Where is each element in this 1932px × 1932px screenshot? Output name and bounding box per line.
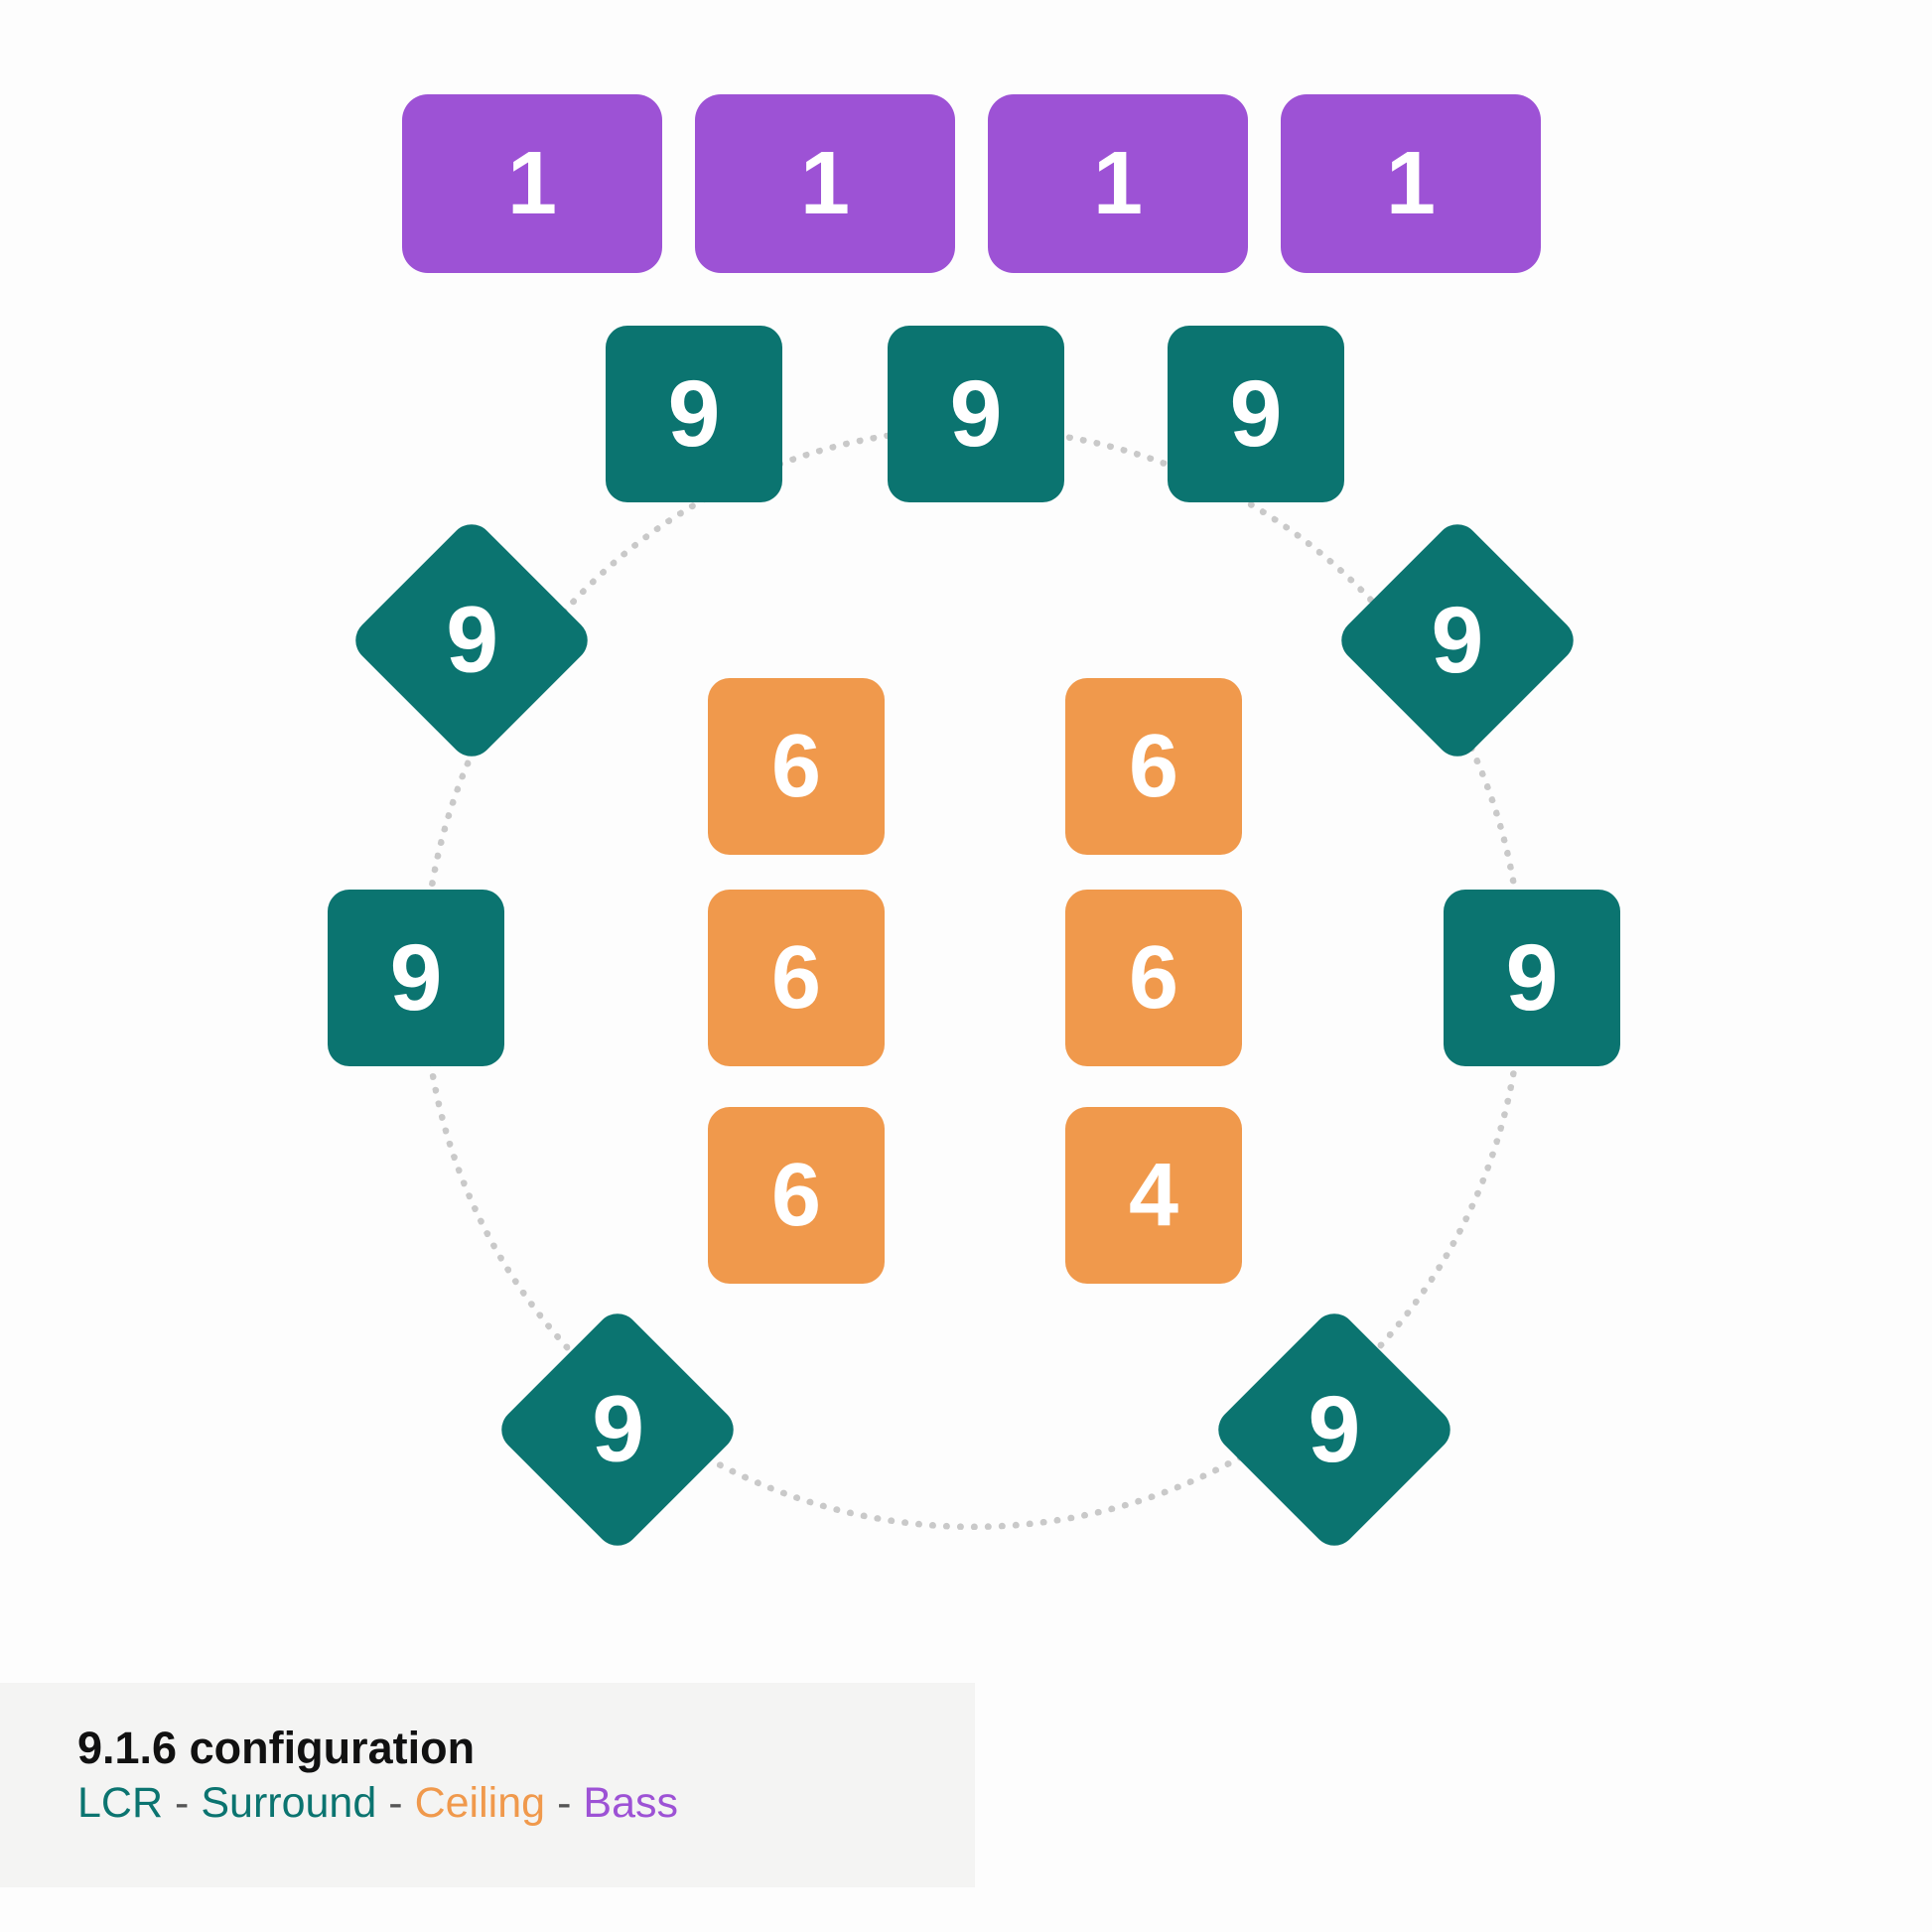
- ceiling-speaker-label: 6: [1128, 716, 1179, 816]
- surround-speaker-label: 9: [667, 360, 721, 467]
- bass-speaker-label: 1: [506, 133, 558, 233]
- bass-speaker-label: 1: [1092, 133, 1144, 233]
- legend-item-lcr: LCR: [77, 1778, 164, 1827]
- legend-separator: -: [175, 1778, 190, 1827]
- legend-item-ceiling: Ceiling: [414, 1778, 546, 1827]
- ceiling-speaker-right-front: 6: [1065, 678, 1242, 855]
- surround-speaker-side-left: 9: [328, 890, 504, 1066]
- legend-separator: -: [388, 1778, 403, 1827]
- surround-speaker-side-right: 9: [1444, 890, 1620, 1066]
- bass-speaker-label: 1: [1385, 133, 1437, 233]
- ceiling-speaker-right-rear: 4: [1065, 1107, 1242, 1284]
- ceiling-speaker-left-rear: 6: [708, 1107, 885, 1284]
- ceiling-speaker-label: 6: [770, 716, 822, 816]
- surround-speaker-label: 9: [445, 587, 498, 693]
- ceiling-speaker-label: 6: [770, 927, 822, 1028]
- legend-items: LCR-Surround-Ceiling-Bass: [77, 1774, 975, 1832]
- ceiling-speaker-right-middle: 6: [1065, 890, 1242, 1066]
- surround-speaker-label: 9: [1505, 924, 1559, 1031]
- surround-speaker-label: 9: [1308, 1376, 1361, 1482]
- ceiling-speaker-label: 6: [770, 1145, 822, 1245]
- surround-speaker-front-center: 9: [888, 326, 1064, 502]
- surround-speaker-label: 9: [949, 360, 1003, 467]
- legend-panel: 9.1.6 configuration LCR-Surround-Ceiling…: [0, 1683, 975, 1887]
- legend-item-bass: Bass: [583, 1778, 678, 1827]
- bass-speaker-2: 1: [695, 94, 955, 273]
- ceiling-speaker-label: 4: [1128, 1145, 1179, 1245]
- legend-separator: -: [557, 1778, 572, 1827]
- bass-speaker-1: 1: [402, 94, 662, 273]
- ceiling-speaker-left-middle: 6: [708, 890, 885, 1066]
- surround-speaker-label: 9: [1431, 587, 1484, 693]
- bass-speaker-4: 1: [1281, 94, 1541, 273]
- ceiling-speaker-label: 6: [1128, 927, 1179, 1028]
- ceiling-speaker-left-front: 6: [708, 678, 885, 855]
- diagram-title: 9.1.6 configuration: [77, 1723, 476, 1773]
- surround-speaker-front-left: 9: [606, 326, 782, 502]
- legend-item-surround: Surround: [201, 1778, 377, 1827]
- surround-speaker-label: 9: [1229, 360, 1283, 467]
- surround-speaker-front-right: 9: [1168, 326, 1344, 502]
- surround-speaker-label: 9: [591, 1376, 644, 1482]
- bass-speaker-label: 1: [799, 133, 851, 233]
- surround-speaker-label: 9: [389, 924, 443, 1031]
- bass-speaker-3: 1: [988, 94, 1248, 273]
